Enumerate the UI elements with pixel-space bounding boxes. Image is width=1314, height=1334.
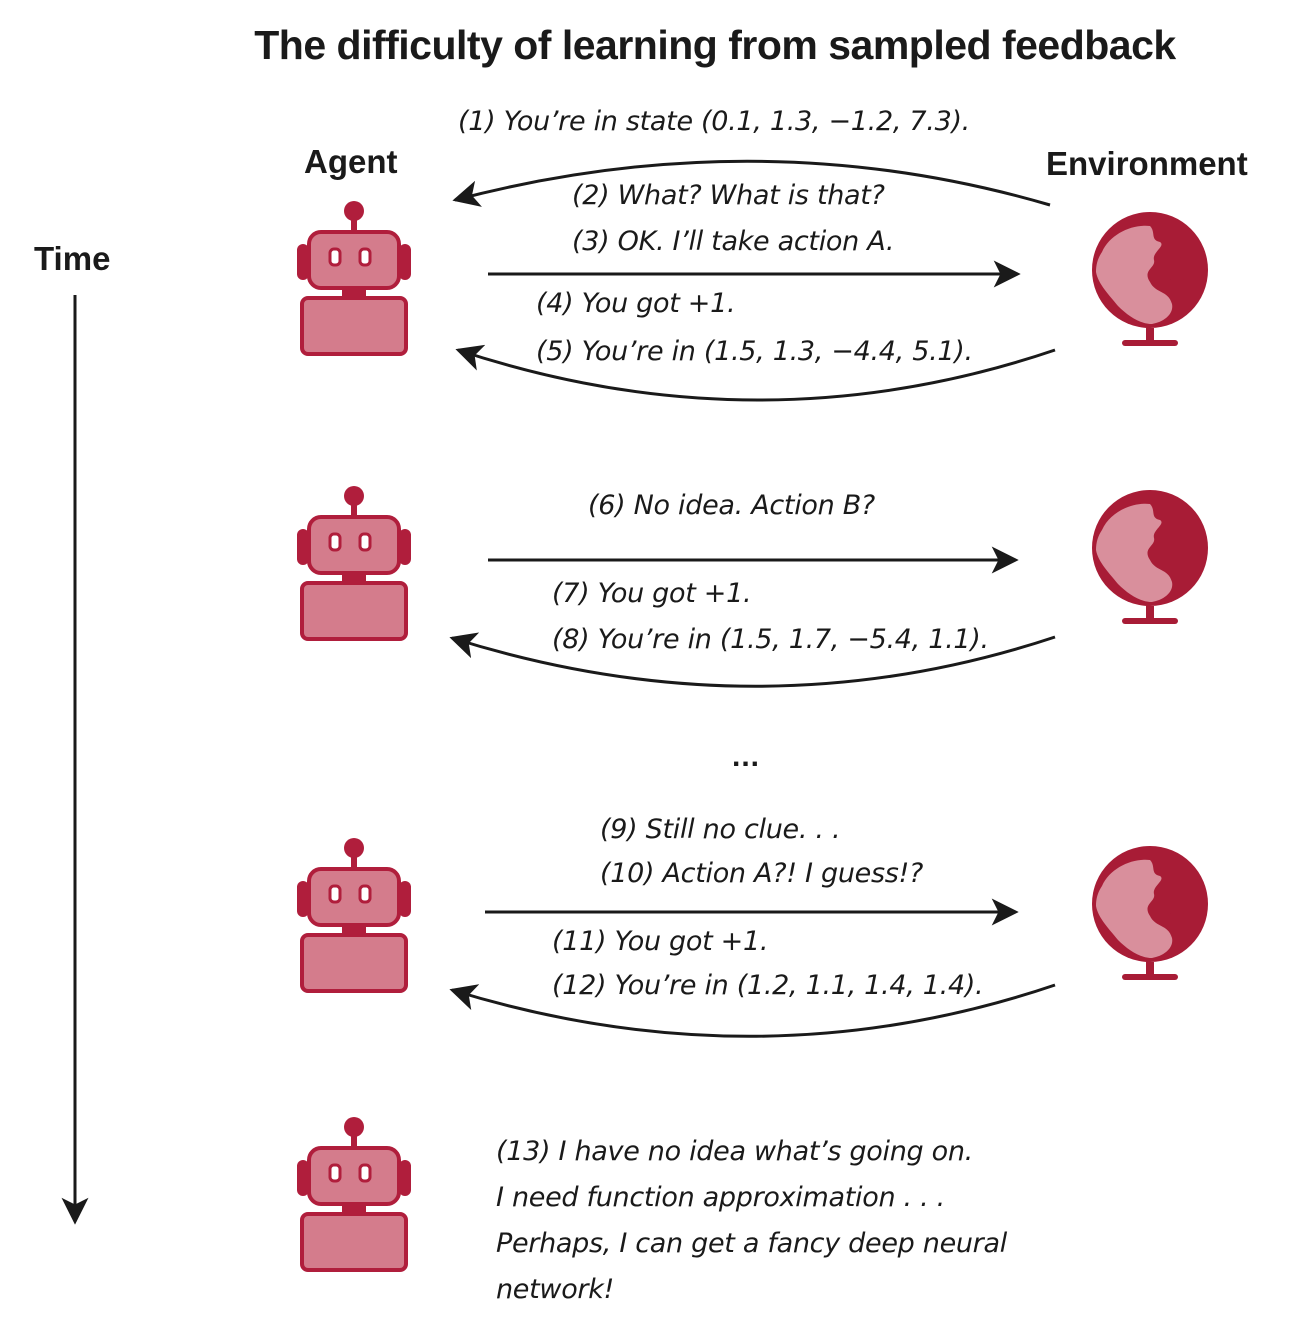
message-3: (3) OK. I’ll take action A. (572, 226, 895, 257)
time-label: Time (34, 240, 111, 277)
globe-environment-icon (1092, 212, 1208, 346)
message-13-line-2: I need function approximation . . . (496, 1182, 945, 1213)
message-11: (11) You got +1. (552, 926, 769, 957)
arrow-env-to-agent-4 (449, 983, 1056, 1038)
diagram-title: The difficulty of learning from sampled … (254, 22, 1176, 68)
message-8: (8) You’re in (1.5, 1.7, −5.4, 1.1). (552, 624, 989, 655)
robot-agent-icon (297, 838, 411, 993)
environment-label: Environment (1046, 145, 1248, 182)
message-5: (5) You’re in (1.5, 1.3, −4.4, 5.1). (536, 336, 973, 367)
message-7: (7) You got +1. (552, 578, 752, 609)
arrow-env-to-agent-2 (455, 344, 1056, 402)
globe-environment-icon (1092, 846, 1208, 980)
message-1: (1) You’re in state (0.1, 1.3, −1.2, 7.3… (458, 106, 970, 137)
message-4: (4) You got +1. (536, 288, 736, 319)
arrow-env-to-agent-3 (449, 632, 1056, 688)
message-2: (2) What? What is that? (572, 180, 885, 211)
globe-environment-icon (1092, 490, 1208, 624)
message-13-line-4: network! (496, 1274, 615, 1305)
arrow-env-to-agent-1 (452, 159, 1051, 207)
message-13-line-3: Perhaps, I can get a fancy deep neural (496, 1228, 1007, 1259)
message-6: (6) No idea. Action B? (588, 490, 875, 521)
agent-label: Agent (304, 143, 398, 180)
robot-agent-icon (297, 201, 411, 356)
message-12: (12) You’re in (1.2, 1.1, 1.4, 1.4). (552, 970, 984, 1001)
robot-agent-icon (297, 1117, 411, 1272)
message-9: (9) Still no clue. . . (600, 814, 841, 845)
message-10: (10) Action A?! I guess!? (600, 858, 924, 889)
message-13-line-1: (13) I have no idea what’s going on. (496, 1136, 973, 1167)
robot-agent-icon (297, 486, 411, 641)
ellipsis: ... (732, 740, 761, 773)
